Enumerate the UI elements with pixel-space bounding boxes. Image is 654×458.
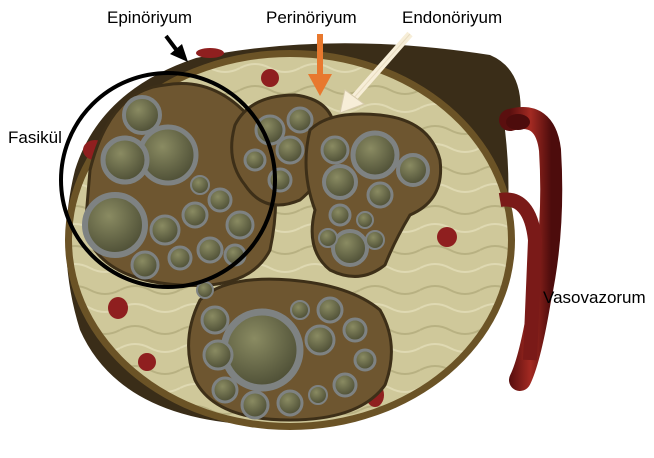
epineurium-arrow: [166, 36, 188, 62]
label-epineurium: Epinöriyum: [107, 8, 192, 28]
label-perineurium: Perinöriyum: [266, 8, 357, 28]
label-vasa-nervorum: Vasovazorum: [543, 288, 646, 308]
label-endoneurium: Endonöriyum: [402, 8, 502, 28]
label-fascicle: Fasikül: [8, 128, 62, 148]
fascicle-bottom: [189, 279, 392, 420]
